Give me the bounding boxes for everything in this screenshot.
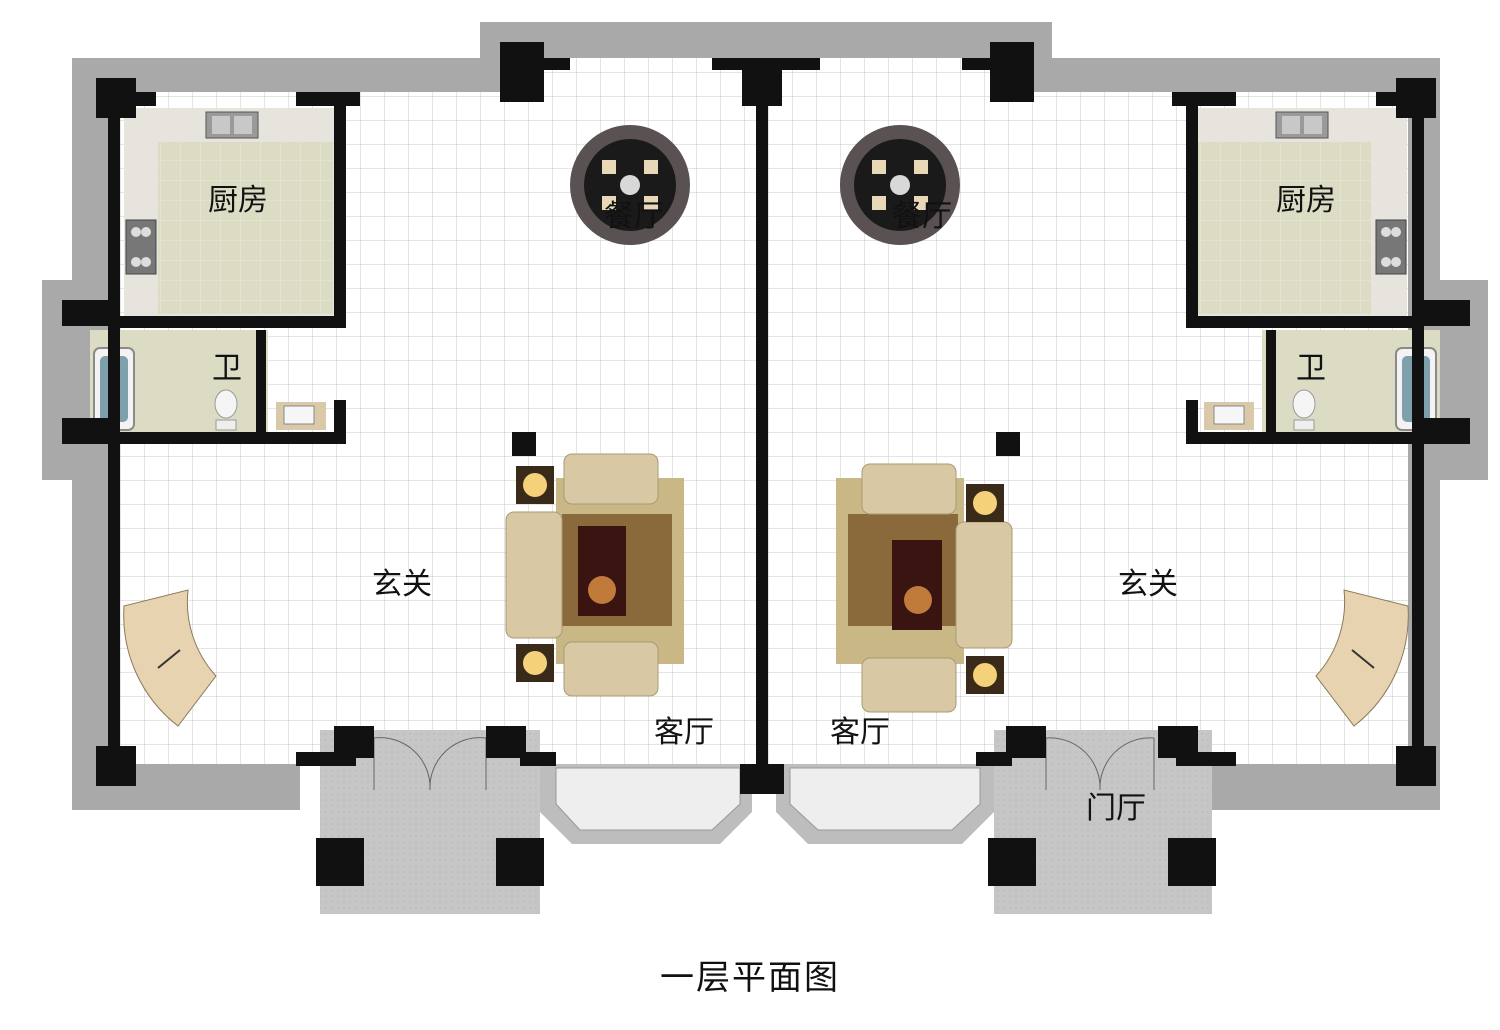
label-dining-right: 餐厅	[892, 199, 952, 234]
label-kitchen-right: 厨房	[1276, 183, 1336, 218]
plan-title: 一层平面图	[660, 958, 840, 998]
label-foyer-right: 玄关	[1118, 567, 1178, 602]
dining-table-left	[570, 125, 690, 245]
label-bathroom-left: 卫	[212, 351, 242, 386]
staircases	[123, 589, 1409, 727]
label-bathroom-right: 卫	[1296, 351, 1326, 386]
sofa-set-right	[836, 463, 1013, 713]
dining-table-right	[840, 125, 960, 245]
kitchen-floors	[124, 108, 1407, 316]
walls	[62, 42, 1470, 794]
kitchen-appliances	[125, 111, 1407, 275]
room-labels: 厨房 餐厅 卫 玄关 客厅 厨房 餐厅 卫 玄关 客厅 门厅	[208, 183, 1336, 826]
front-porches	[316, 730, 1216, 914]
label-living-left: 客厅	[654, 715, 714, 750]
label-living-right: 客厅	[830, 715, 890, 750]
sofa-set-left	[505, 453, 684, 697]
bay-windows	[540, 764, 994, 844]
label-foyer-left: 玄关	[372, 567, 432, 602]
label-dining-left: 餐厅	[604, 199, 664, 234]
label-kitchen-left: 厨房	[208, 183, 268, 218]
label-entrance-hall-right: 门厅	[1086, 791, 1146, 826]
